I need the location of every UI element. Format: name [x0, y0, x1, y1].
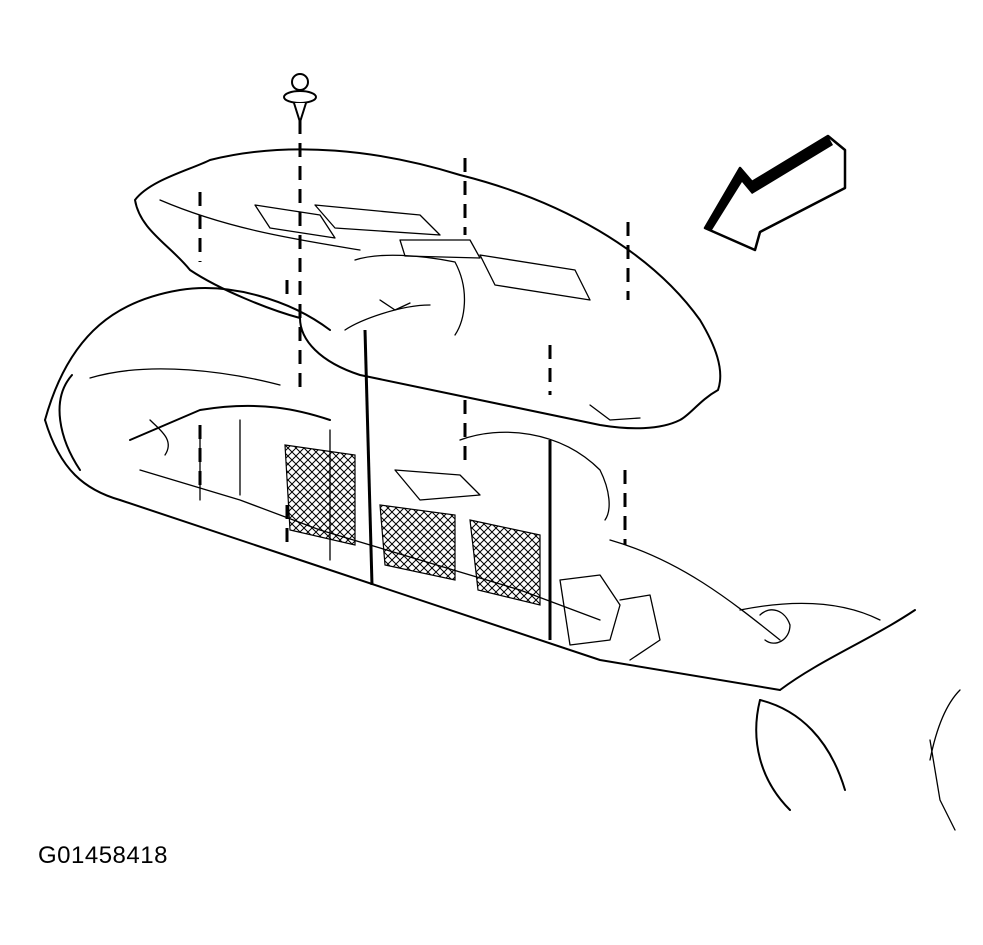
- fastener-alignment-lines: [198, 120, 630, 640]
- radiator-support: [129, 404, 791, 661]
- figure-id-label: G01458418: [38, 842, 168, 869]
- push-pin-fastener-icon: [283, 73, 317, 126]
- fuse-block-cover: [134, 148, 722, 430]
- direction-arrow-icon: [703, 134, 847, 252]
- grille-mesh: [284, 444, 541, 606]
- vehicle-body-outline: [44, 287, 961, 831]
